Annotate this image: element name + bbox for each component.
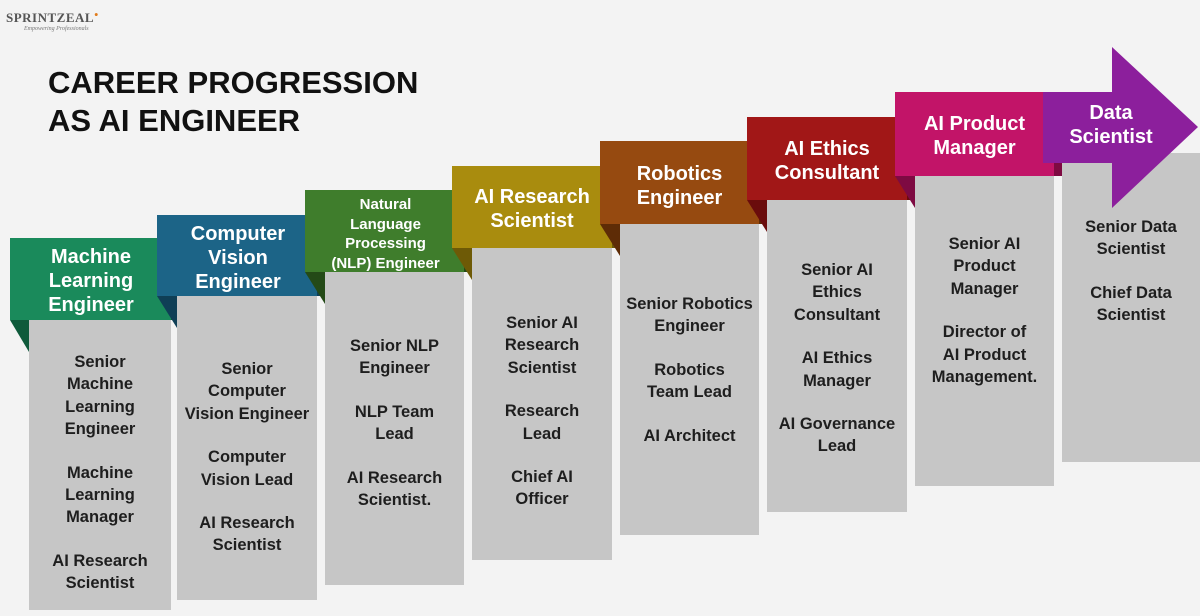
role-item: AI Research Scientist. [346,468,443,510]
step-7-header-bg [895,92,1054,176]
role-item: Director of AI Product Management. [931,323,1038,387]
step-2-fold [157,296,177,328]
step-7-roles: Senior AI Product Manager Director of AI… [915,233,1054,409]
step-card-3 [325,272,464,585]
title-line-1: CAREER PROGRESSION [48,65,419,100]
step-6-header-bg [747,117,907,200]
step-card-1 [29,320,171,610]
brand-name: SPRINTZEAL [6,10,95,25]
step-1-title: Machine Learning Engineer [48,246,134,316]
step-5-title: Robotics Engineer [636,163,723,209]
role-item: Chief Data Scientist [1090,283,1172,325]
step-card-5 [620,224,759,535]
career-staircase [10,47,1198,352]
step-card-8 [1062,153,1200,462]
step-2-title: Computer Vision Engineer [190,223,286,293]
step-7-tab [1054,163,1062,176]
step-5-roles: Senior Robotics Engineer Robotics Team L… [620,293,759,468]
step-3-fold [305,272,325,304]
role-item: Senior Robotics Engineer [626,295,753,336]
role-item: AI Architect [643,426,736,445]
brand-mark: ● [94,10,99,19]
step-7-title: AI Product Manager [923,113,1026,159]
step-6-roles: Senior AI Ethics Consultant AI Ethics Ma… [767,259,907,479]
step-6-title: AI Ethics Consultant [774,138,880,184]
step-card-2 [177,296,317,600]
step-4-title: AI Research Scientist [474,186,590,232]
step-4-header-bg [452,166,612,248]
step-1-fold [10,320,29,352]
role-item: Senior Computer Vision Engineer [184,360,310,423]
step-3-header-bg [305,190,464,272]
step-7-fold [895,176,915,208]
step-5-header-bg [600,141,759,224]
step-4-fold [452,248,472,280]
step-1-roles: Senior Machine Learning Engineer Machine… [29,351,171,616]
role-item: NLP Team Lead [354,402,435,444]
step-4-roles: Senior AI Research Scientist Research Le… [472,312,612,532]
step-3-title: Natural Language Processing (NLP) Engine… [331,196,440,272]
role-item: AI Research Scientist [199,514,295,555]
step-1-header-bg [10,238,171,320]
step-3-roles: Senior NLP Engineer NLP Team Lead AI Res… [325,335,464,532]
step-card-4 [472,248,612,560]
role-item: Machine Learning Manager [65,463,135,527]
title-line-2: AS AI ENGINEER [48,103,301,138]
role-item: AI Governance Lead [778,415,896,456]
brand-logo: SPRINTZEAL● Empowering Professionals [6,10,116,40]
step-5-fold [600,224,620,256]
role-item: Senior Machine Learning Engineer [64,353,136,439]
role-item: Senior NLP Engineer [350,337,439,378]
role-item: Senior AI Research Scientist [504,314,580,377]
step-8-roles: Senior Data Scientist Chief Data Scienti… [1062,216,1200,348]
step-6-fold [747,200,767,232]
role-item: Senior AI Product Manager [948,235,1021,298]
step-card-6 [767,200,907,512]
step-8-title: Data Scientist [1069,102,1153,148]
role-item: Senior AI Ethics Consultant [793,261,881,324]
step-2-roles: Senior Computer Vision Engineer Computer… [177,358,317,578]
step-2-header-bg [157,215,317,296]
role-item: Research Lead [504,402,580,443]
role-item: Senior Data Scientist [1085,218,1177,259]
role-item: Computer Vision Lead [200,448,294,489]
role-item: Chief AI Officer [511,468,573,509]
role-item: AI Ethics Manager [801,349,873,390]
step-card-7 [915,176,1054,486]
role-item: Robotics Team Lead [647,360,732,402]
brand-tagline: Empowering Professionals [24,26,89,32]
page-title: CAREER PROGRESSION AS AI ENGINEER [48,64,468,140]
role-item: AI Research Scientist [52,551,148,593]
step-8-arrow-bg [1043,47,1198,208]
